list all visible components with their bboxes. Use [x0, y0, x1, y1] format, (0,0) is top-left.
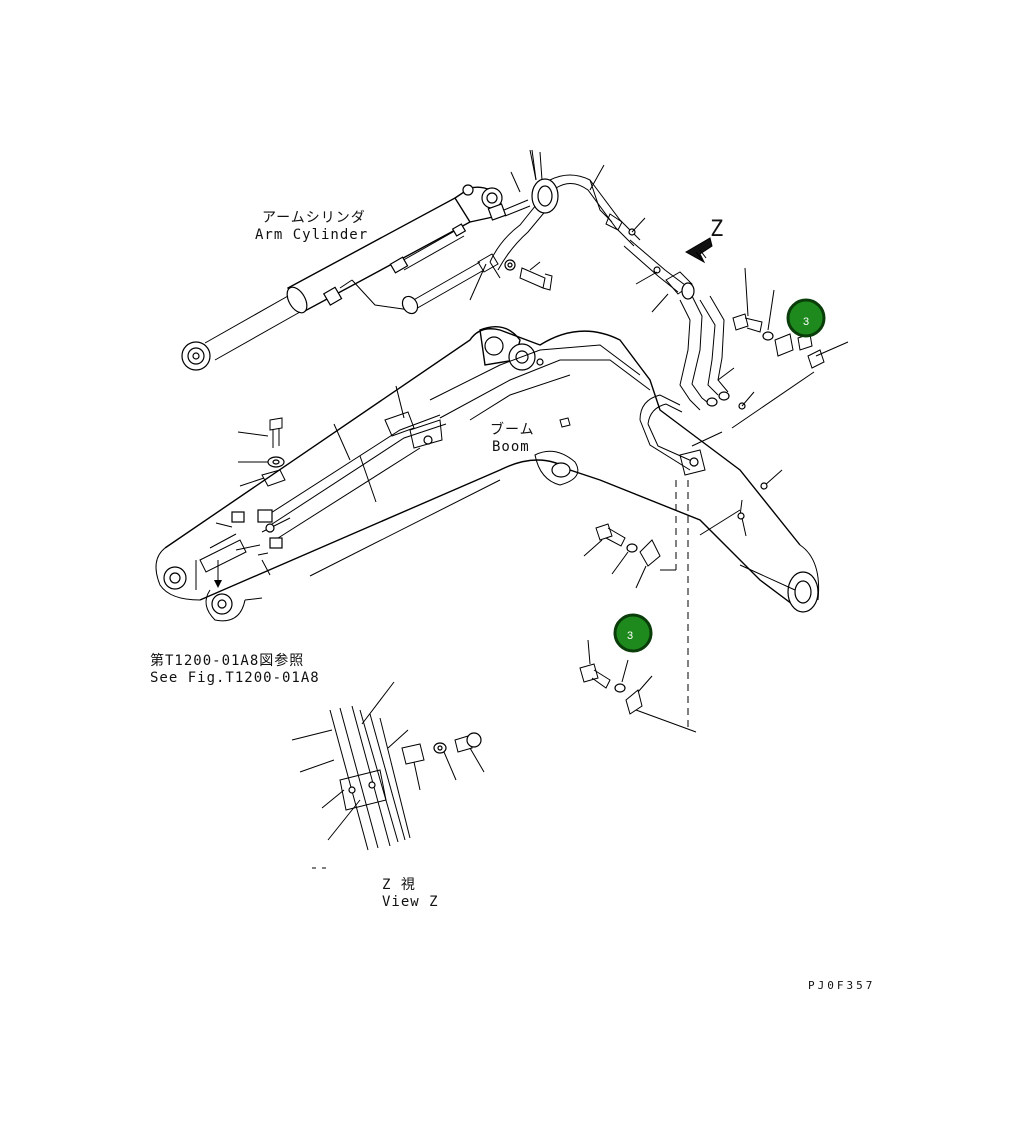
callout-bubble[interactable]: 3: [786, 298, 826, 338]
leader-lines: [215, 149, 849, 576]
view-z-arrow: [684, 237, 713, 264]
callout-bubble[interactable]: 3: [613, 613, 653, 653]
see-fig-label-jp: 第T1200-01A8図参照: [150, 652, 304, 669]
upper-hoses: [389, 149, 695, 315]
callout-number: 3: [627, 630, 633, 642]
arm-cylinder-label-en: Arm Cylinder: [255, 227, 368, 243]
drawing-code: PJ0F357: [808, 979, 875, 992]
view-letter-z: Z: [710, 217, 724, 242]
boom-label-jp: ブーム: [490, 421, 535, 438]
view-z-label-en: View Z: [382, 894, 439, 910]
view-z-label-jp: Z 視: [382, 877, 416, 893]
boom-label-en: Boom: [492, 439, 530, 455]
arm-cylinder-label-jp: アームシリンダ: [262, 210, 366, 226]
view-z-detail: [291, 681, 485, 869]
lower-bracket-parts: [579, 480, 697, 733]
callout-number: 3: [803, 316, 809, 328]
arm-cylinder: [181, 184, 503, 371]
boom: [155, 326, 820, 622]
see-fig-label-en: See Fig.T1200-01A8: [150, 670, 320, 686]
